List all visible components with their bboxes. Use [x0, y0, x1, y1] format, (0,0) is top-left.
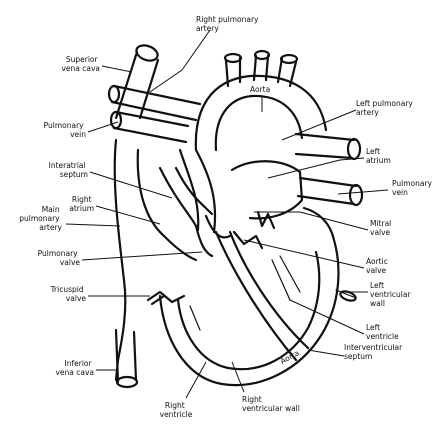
heart-drawing [109, 43, 362, 387]
label-pulmonary-vein-left: Pulmonary vein [44, 121, 87, 139]
label-inferior-vena-cava: Inferior vena cava [55, 359, 94, 377]
left-pulmonary-artery-shape [296, 134, 354, 158]
chordae-tendineae [190, 256, 300, 330]
label-right-pulmonary-artery: Right pulmonary artery [196, 15, 261, 33]
aortic-branch-1 [225, 54, 241, 62]
label-left-atrium: Left atrium [366, 147, 391, 165]
label-pulmonary-vein-right: Pulmonary vein [392, 179, 434, 197]
label-left-ventricular-wall: Left ventricular wall [370, 281, 413, 308]
left-ventricular-wall-opening [339, 290, 357, 303]
aortic-branch-3 [281, 55, 297, 63]
label-left-ventricle: Left ventricle [366, 323, 399, 341]
label-superior-vena-cava: Superior vena cava [61, 55, 100, 73]
label-main-pulmonary-artery: Main pulmonary artery [19, 205, 62, 232]
label-aorta-top: Aorta [250, 85, 270, 94]
label-right-ventricle: Right ventricle [160, 401, 193, 419]
label-right-atrium: Right atrium [69, 195, 94, 213]
aortic-branch-2 [255, 51, 269, 59]
label-interatrial-septum: Interatrial septum [49, 161, 88, 179]
label-pulmonary-valve: Pulmonary valve [38, 249, 81, 267]
aortic-valve-shape [234, 232, 262, 248]
mitral-valve-shape [258, 212, 274, 228]
inferior-vena-cava-opening [117, 377, 137, 387]
label-left-pulmonary-artery: Left pulmonary artery [356, 99, 415, 117]
left-pulmonary-artery-opening [348, 139, 360, 159]
interatrial-septum-shape [180, 150, 215, 232]
label-right-ventricular-wall: Right ventricular wall [242, 395, 300, 413]
label-mitral-valve: Mitral valve [370, 219, 394, 237]
pulmonary-vein-left-opening [350, 185, 362, 205]
right-atrium-inner-wall [138, 150, 196, 260]
superior-vena-cava-opening [134, 43, 159, 64]
label-tricuspid-valve: Tricuspid valve [50, 285, 87, 303]
right-pulmonary-artery-opening [109, 86, 119, 102]
pulmonary-vein-left-shape [298, 178, 356, 204]
label-interventricular-septum: Interventricular septum [344, 343, 405, 361]
label-aortic-valve: Aortic valve [366, 257, 390, 275]
left-atrium-shape [232, 161, 302, 218]
